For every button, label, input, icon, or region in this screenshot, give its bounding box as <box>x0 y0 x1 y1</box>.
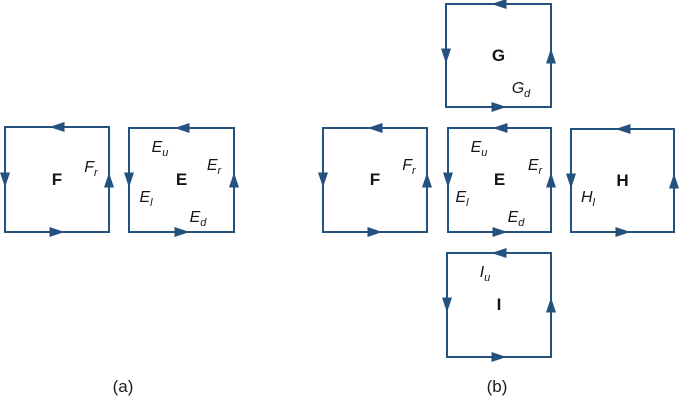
edge-label-main: E <box>189 209 201 226</box>
edge-label-sub: d <box>518 217 525 230</box>
edge-label-main: E <box>455 189 467 206</box>
edge-label-main: H <box>580 189 593 206</box>
arrow-right-icon <box>491 352 507 362</box>
edge-label-i-u: Iu <box>479 264 491 285</box>
caption-a: (a) <box>112 377 134 396</box>
edge-label-main: F <box>84 159 95 176</box>
edge-label-sub: r <box>94 167 98 180</box>
edge-label-f-r: Fr <box>84 159 98 180</box>
square-i: I Iu <box>442 248 556 362</box>
arrow-up-icon <box>422 172 432 188</box>
edge-label-sub: u <box>484 272 491 285</box>
square-e: E Eu Er El Ed <box>124 123 239 237</box>
edge-label-e-d: Ed <box>189 209 207 230</box>
edge-label-e-r: Er <box>527 157 543 178</box>
arrow-up-icon <box>546 297 556 313</box>
edge-label-main: E <box>139 189 151 206</box>
edge-label-sub: r <box>217 165 222 178</box>
edge-label-f-r: Fr <box>402 157 416 178</box>
edge-label-main: I <box>479 264 485 281</box>
arrow-down-icon <box>566 173 576 188</box>
edge-label-sub: u <box>481 147 488 160</box>
square-e-label: E <box>175 170 188 189</box>
arrow-right-icon <box>492 227 507 237</box>
edge-label-e-l: El <box>455 189 469 210</box>
arrow-down-icon <box>442 297 452 313</box>
square-f-label: F <box>51 169 63 189</box>
arrow-left-icon <box>491 0 506 9</box>
arrow-right-icon <box>174 227 189 237</box>
square-f-label: F <box>369 170 381 189</box>
edge-label-e-d: Ed <box>507 209 525 230</box>
edge-label-sub: l <box>466 197 469 210</box>
arrow-down-icon <box>124 172 134 188</box>
edge-label-main: E <box>206 157 218 174</box>
edge-label-sub: r <box>538 165 543 178</box>
square-g-label: G <box>491 45 506 65</box>
edge-label-main: E <box>527 157 539 174</box>
arrow-down-icon <box>443 172 453 188</box>
edge-label-sub: r <box>412 165 416 178</box>
square-f: F Fr <box>0 122 114 237</box>
arrow-left-icon <box>49 122 65 132</box>
edge-label-e-u: Eu <box>470 139 488 160</box>
edge-label-sub: d <box>200 217 207 230</box>
arrow-up-icon <box>669 173 679 188</box>
arrow-left-icon <box>367 123 383 133</box>
arrow-right-icon <box>491 102 506 112</box>
edge-label-main: E <box>151 139 163 156</box>
arrow-right-icon <box>367 227 383 237</box>
edge-label-main: E <box>470 139 482 156</box>
square-h-label: H <box>616 170 629 190</box>
edge-label-main: F <box>402 157 413 174</box>
square-h: H Hl <box>566 124 679 237</box>
edge-label-sub: l <box>592 197 596 210</box>
arrow-down-icon <box>0 172 10 187</box>
arrow-right-icon <box>615 227 630 237</box>
square-g: G Gd <box>441 0 556 112</box>
edge-label-main: E <box>507 209 519 226</box>
edge-label-sub: d <box>524 88 531 101</box>
arrow-down-icon <box>318 172 328 188</box>
arrow-left-icon <box>615 124 630 134</box>
edge-label-e-u: Eu <box>151 139 169 160</box>
arrow-left-icon <box>492 123 507 133</box>
square-i-label: I <box>496 295 502 314</box>
arrow-up-icon <box>229 172 239 188</box>
edge-label-e-r: Er <box>206 157 222 178</box>
caption-b: (b) <box>486 377 508 396</box>
arrow-down-icon <box>441 48 451 63</box>
arrow-left-icon <box>174 123 189 133</box>
arrow-left-icon <box>491 248 507 258</box>
square-f: F Fr <box>318 123 432 237</box>
edge-label-sub: l <box>150 197 153 210</box>
arrow-up-icon <box>546 172 556 188</box>
edge-label-main: G <box>511 80 525 97</box>
arrow-up-icon <box>104 172 114 187</box>
arrow-up-icon <box>546 48 556 63</box>
arrow-right-icon <box>49 227 65 237</box>
square-e: E Eu Er El Ed <box>443 123 556 237</box>
edge-label-e-l: El <box>139 189 153 210</box>
edge-label-sub: u <box>162 147 169 160</box>
edge-label-g-d: Gd <box>511 80 531 101</box>
square-e-label: E <box>493 170 506 189</box>
edge-label-h-l: Hl <box>580 189 596 210</box>
